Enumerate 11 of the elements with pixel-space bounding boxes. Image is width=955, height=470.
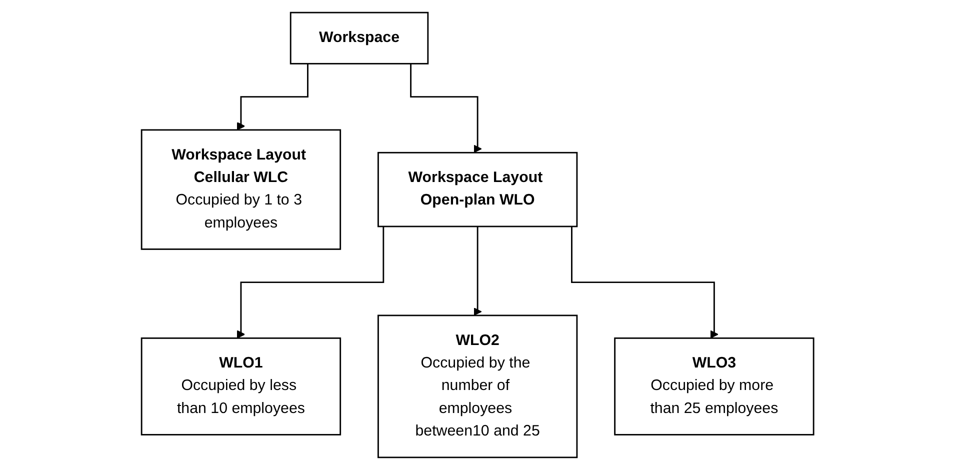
node-box: Workspace Layout Open-plan WLO [377, 152, 578, 228]
arrow [236, 64, 308, 130]
arrow [570, 226, 718, 339]
node-box: WLO3 Occupied by more than 25 employees [614, 337, 814, 436]
node-box: WLO1 Occupied by less than 10 employees [140, 337, 341, 436]
arrow [236, 226, 384, 339]
arrow [410, 64, 482, 154]
node-box: Workspace Layout Cellular WLC Occupied by 1 to 3 employees [140, 129, 341, 250]
node-box: WLO2 Occupied by the number of employees between10 and 25 [377, 314, 578, 458]
arrow [473, 226, 482, 316]
node-box: Workspace [290, 12, 429, 64]
